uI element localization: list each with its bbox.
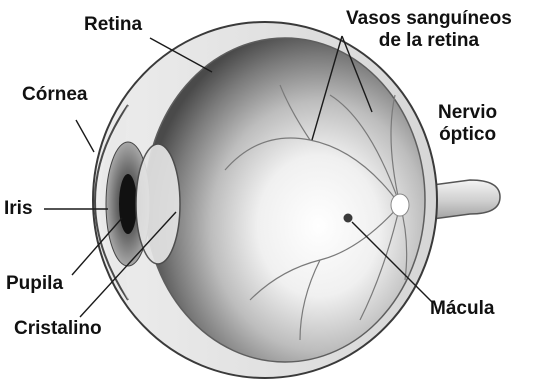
label-vasos-sanguineos: Vasos sanguíneos de la retina bbox=[346, 8, 512, 52]
label-nervio-optico: Nervio óptico bbox=[438, 102, 497, 146]
label-iris: Iris bbox=[4, 198, 33, 220]
label-retina: Retina bbox=[84, 14, 142, 36]
label-pupila: Pupila bbox=[6, 273, 63, 295]
lens bbox=[136, 144, 180, 264]
retina-chamber bbox=[145, 38, 425, 362]
label-macula: Mácula bbox=[430, 298, 494, 320]
macula-spot bbox=[344, 214, 353, 223]
leader-cornea bbox=[76, 120, 94, 152]
pupil bbox=[119, 174, 137, 234]
optic-disc bbox=[391, 194, 409, 216]
label-cristalino: Cristalino bbox=[14, 318, 102, 340]
label-cornea: Córnea bbox=[22, 84, 87, 106]
